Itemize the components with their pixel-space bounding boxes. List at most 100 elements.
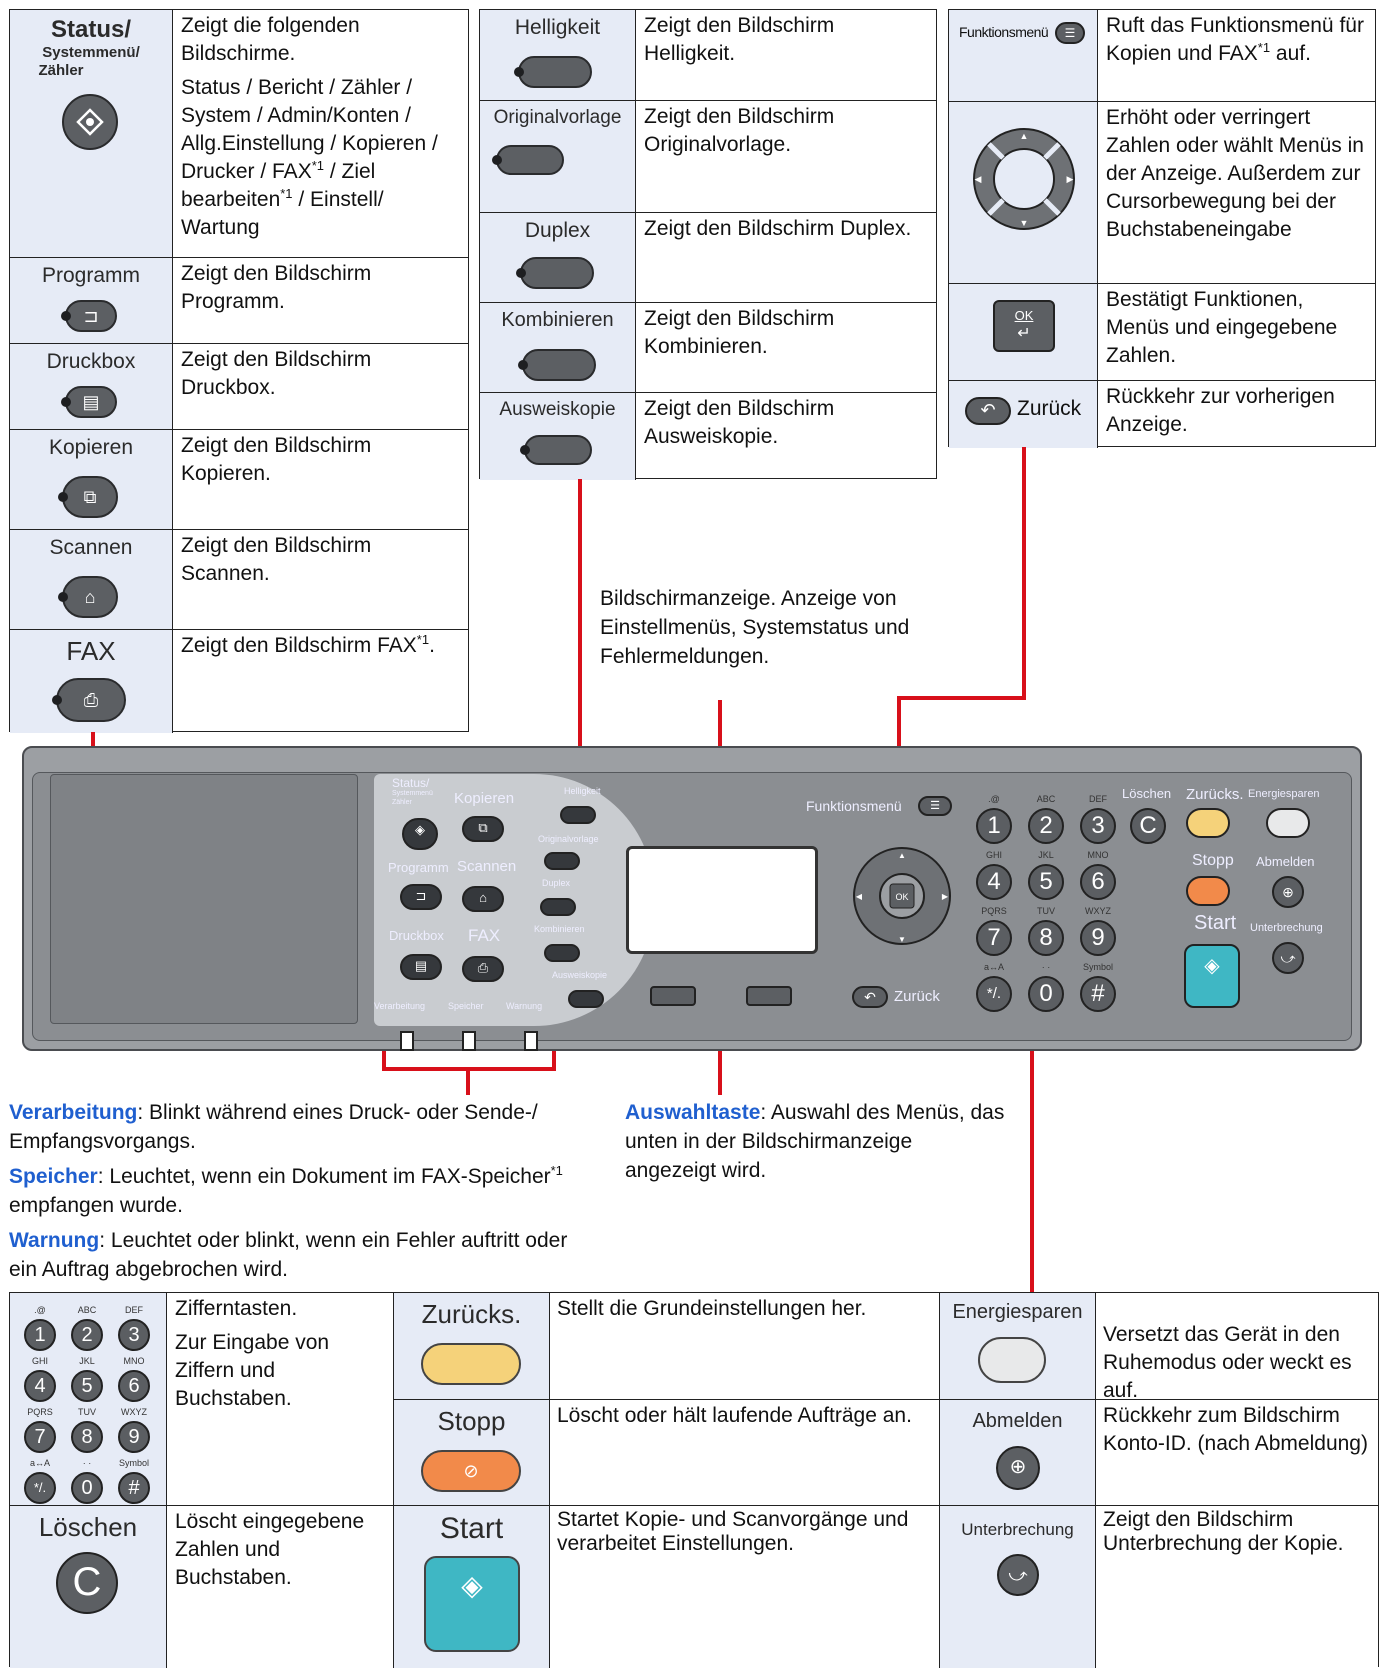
function-menu-button[interactable]: ☰ xyxy=(918,796,952,816)
keypad-icon-key: 9 xyxy=(118,1421,150,1453)
printbox-icon: ▤ xyxy=(61,386,117,418)
keypad-icon-key: 7 xyxy=(24,1421,56,1453)
original-desc: Zeigt den Bildschirm Originalvorlage. xyxy=(644,105,835,156)
logout-button[interactable]: ⊕ xyxy=(1272,876,1304,908)
stop-button[interactable] xyxy=(1186,876,1230,906)
start-icon-cell: Start ◈ xyxy=(393,1506,550,1668)
navigation-ring[interactable]: OK ▲ ▼ ◀ ▶ xyxy=(850,844,954,948)
copy-icon: ⧉ xyxy=(58,476,118,518)
connector-line xyxy=(552,1050,556,1070)
panel-fax-label: FAX xyxy=(468,926,501,945)
table-row: Druckbox ▤ Zeigt den Bildschirm Druckbox… xyxy=(10,343,468,429)
duplex-desc: Zeigt den Bildschirm Duplex. xyxy=(644,217,912,240)
keypad-sub-label: · · xyxy=(1041,962,1051,972)
keypad-key-3[interactable]: 3 xyxy=(1080,808,1116,844)
panel-scan-label: Scannen xyxy=(457,858,517,875)
ok-key-icon: OK ↵ xyxy=(993,300,1055,352)
keypad-key-7[interactable]: 7 xyxy=(976,920,1012,956)
select-key-left[interactable] xyxy=(650,986,696,1006)
brightness-desc: Zeigt den Bildschirm Helligkeit. xyxy=(644,14,835,65)
svg-text:▶: ▶ xyxy=(942,892,949,901)
clear-key-label: Löschen xyxy=(38,1512,138,1542)
printbox-key-label: Druckbox xyxy=(46,350,136,373)
interrupt-desc: Zeigt den Bildschirm Unterbrechung der K… xyxy=(1103,1508,1344,1555)
reset-button[interactable] xyxy=(1186,808,1230,838)
keypad-icon-sub-label: a↔A xyxy=(29,1458,50,1468)
table-row: Kombinieren Zeigt den Bildschirm Kombini… xyxy=(480,302,936,392)
interrupt-icon-cell: Unterbrechung ⤻ xyxy=(939,1506,1096,1668)
clear-button[interactable]: C xyxy=(1130,808,1166,844)
status-button[interactable]: ◈ xyxy=(402,818,438,850)
clear-desc: Löscht eingegebene Zahlen und Buchstaben… xyxy=(175,1510,365,1589)
energy-desc: Versetzt das Gerät in den Ruhemodus oder… xyxy=(1103,1323,1352,1402)
panel-brightness-label: Helligkeit xyxy=(564,786,601,796)
numpad-desc: Zifferntasten. Zur Eingabe von Ziffern u… xyxy=(175,1297,330,1410)
keypad-key-6[interactable]: 6 xyxy=(1080,864,1116,900)
middle-key-table: Helligkeit Zeigt den Bildschirm Helligke… xyxy=(479,9,937,480)
keypad-key-8[interactable]: 8 xyxy=(1028,920,1064,956)
function-menu-icon: ☰ xyxy=(1055,22,1085,44)
printbox-button[interactable]: ▤ xyxy=(400,954,442,980)
energy-saver-button[interactable] xyxy=(1266,808,1310,838)
display-note: Bildschirmanzeige. Anzeige von Einstellm… xyxy=(600,587,910,668)
keypad-sub-label: GHI xyxy=(985,850,1002,860)
back-desc: Rückkehr zur vorherigen Anzeige. xyxy=(1106,385,1335,436)
table-row: OK ↵ Bestätigt Funktionen, Menüs und ein… xyxy=(949,283,1375,380)
panel-combine-label: Kombinieren xyxy=(534,924,585,934)
panel-left-pad xyxy=(50,774,358,1024)
connector-line xyxy=(897,696,1026,700)
svg-text:OK: OK xyxy=(895,892,908,902)
status-key-label: Status/ xyxy=(50,16,131,43)
status-icon xyxy=(62,94,118,150)
keypad-key-9[interactable]: 9 xyxy=(1080,920,1116,956)
copy-button[interactable]: ⧉ xyxy=(462,816,504,842)
duplex-button[interactable] xyxy=(540,898,576,916)
keypad-key-10[interactable]: */. xyxy=(976,976,1012,1012)
original-button[interactable] xyxy=(544,852,580,870)
keypad-sub-label: a↔A xyxy=(983,962,1004,972)
fax-button[interactable]: ⎙ xyxy=(462,956,504,982)
svg-text:▲: ▲ xyxy=(1020,131,1029,141)
led-memory xyxy=(462,1031,476,1051)
original-button-icon xyxy=(492,145,564,175)
program-button[interactable]: ⊐ xyxy=(400,884,442,910)
memory-note: Speicher: Leuchtet, wenn ein Dokument im… xyxy=(9,1163,563,1217)
led-label-warning: Warnung xyxy=(506,1001,543,1011)
keypad-sub-label: .@ xyxy=(988,794,1000,804)
combine-button[interactable] xyxy=(544,944,580,962)
panel-stop-label: Stopp xyxy=(1192,852,1234,869)
table-row: Ausweiskopie Zeigt den Bildschirm Auswei… xyxy=(480,392,936,480)
lcd-display xyxy=(626,846,818,954)
logout-desc: Rückkehr zum Bildschirm Konto-ID. (nach … xyxy=(1103,1404,1368,1455)
arrow-keys-desc: Erhöht oder verringert Zahlen oder wählt… xyxy=(1106,106,1364,241)
panel-start-label: Start xyxy=(1194,912,1237,934)
keypad-icon-key: 0 xyxy=(71,1472,103,1504)
select-key-right[interactable] xyxy=(746,986,792,1006)
idcopy-button[interactable] xyxy=(568,990,604,1008)
scan-button[interactable]: ⌂ xyxy=(462,886,504,912)
keypad-icon-sub-label: ABC xyxy=(77,1305,97,1315)
combine-button-icon xyxy=(518,349,596,381)
idcopy-desc: Zeigt den Bildschirm Ausweiskopie. xyxy=(644,397,835,448)
svg-text:◀: ◀ xyxy=(975,174,982,184)
brightness-button[interactable] xyxy=(560,806,596,824)
keypad-key-4[interactable]: 4 xyxy=(976,864,1012,900)
brightness-button-icon xyxy=(514,56,592,88)
warning-note: Warnung: Leuchtet oder blinkt, wenn ein … xyxy=(9,1229,568,1281)
start-button[interactable]: ◈ xyxy=(1184,944,1240,1008)
keypad-key-5[interactable]: 5 xyxy=(1028,864,1064,900)
table-row: ↶ Zurück Rückkehr zur vorherigen Anzeige… xyxy=(949,380,1375,448)
keypad-key-1[interactable]: 1 xyxy=(976,808,1012,844)
keypad-key-12[interactable]: # xyxy=(1080,976,1116,1012)
interrupt-button[interactable]: ⤻ xyxy=(1272,942,1304,974)
stop-desc: Löscht oder hält laufende Aufträge an. xyxy=(557,1404,912,1427)
keypad-icon-key: 2 xyxy=(71,1319,103,1351)
fax-icon: ⎙ xyxy=(52,678,126,722)
keypad-key-11[interactable]: 0 xyxy=(1028,976,1064,1012)
back-button[interactable]: ↶ xyxy=(852,986,888,1008)
table-row: Kopieren ⧉ Zeigt den Bildschirm Kopieren… xyxy=(10,429,468,529)
keypad-key-2[interactable]: 2 xyxy=(1028,808,1064,844)
keypad-icon-sub-label: · · xyxy=(82,1458,92,1468)
connector-line xyxy=(897,696,901,762)
